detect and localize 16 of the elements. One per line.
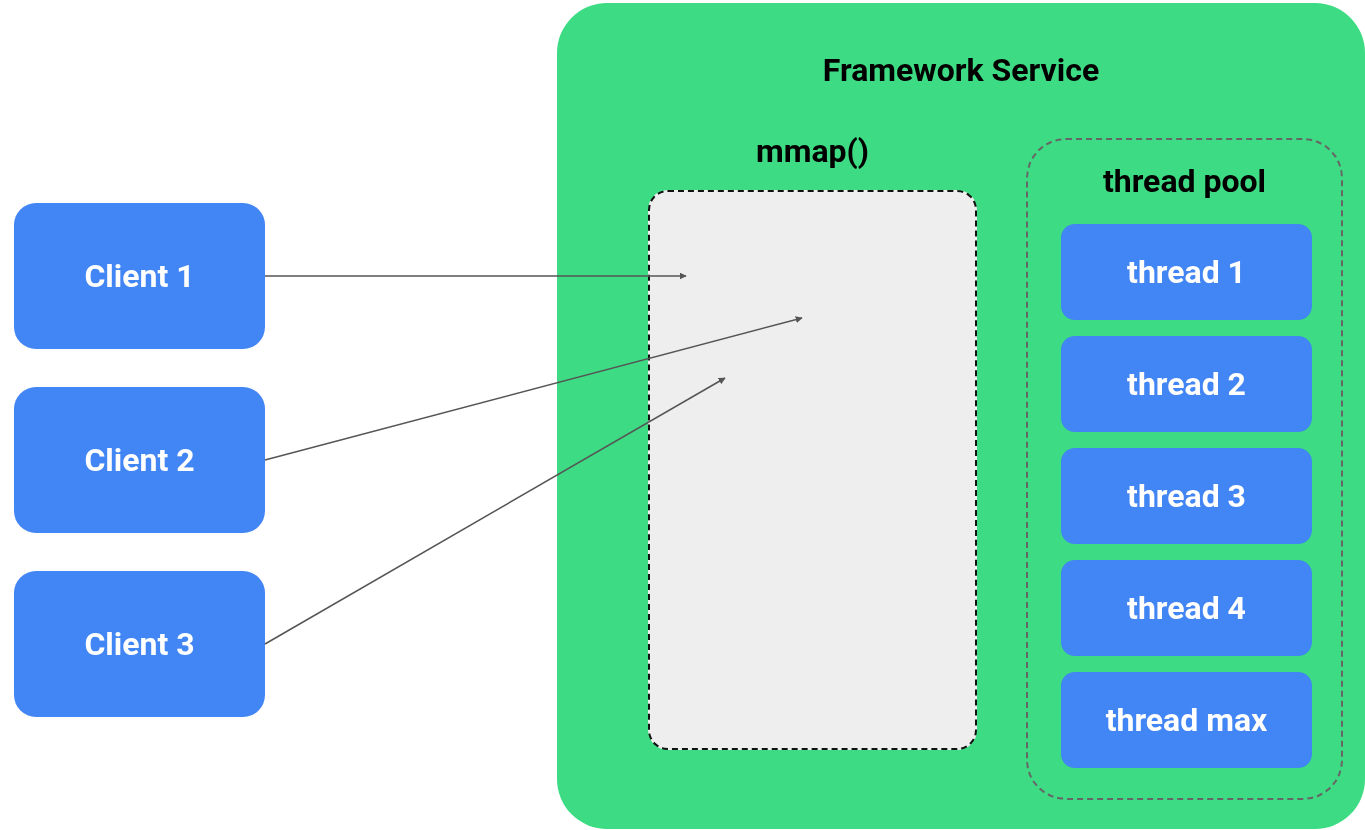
service-container xyxy=(557,3,1365,829)
group-title: thread pool xyxy=(1101,162,1268,200)
client-box: Client 3 xyxy=(14,571,265,717)
thread-box: thread 4 xyxy=(1061,560,1312,656)
thread-pool-group xyxy=(1026,138,1343,800)
container-title: Framework Service xyxy=(821,51,1101,89)
arrow xyxy=(264,272,687,280)
region-title: mmap() xyxy=(755,132,870,170)
arrow xyxy=(264,377,726,645)
arrow xyxy=(264,316,803,461)
thread-box: thread 1 xyxy=(1061,224,1312,320)
thread-box: thread 3 xyxy=(1061,448,1312,544)
client-box: Client 2 xyxy=(14,387,265,533)
client-box: Client 1 xyxy=(14,203,265,349)
thread-box: thread max xyxy=(1061,672,1312,768)
thread-box: thread 2 xyxy=(1061,336,1312,432)
